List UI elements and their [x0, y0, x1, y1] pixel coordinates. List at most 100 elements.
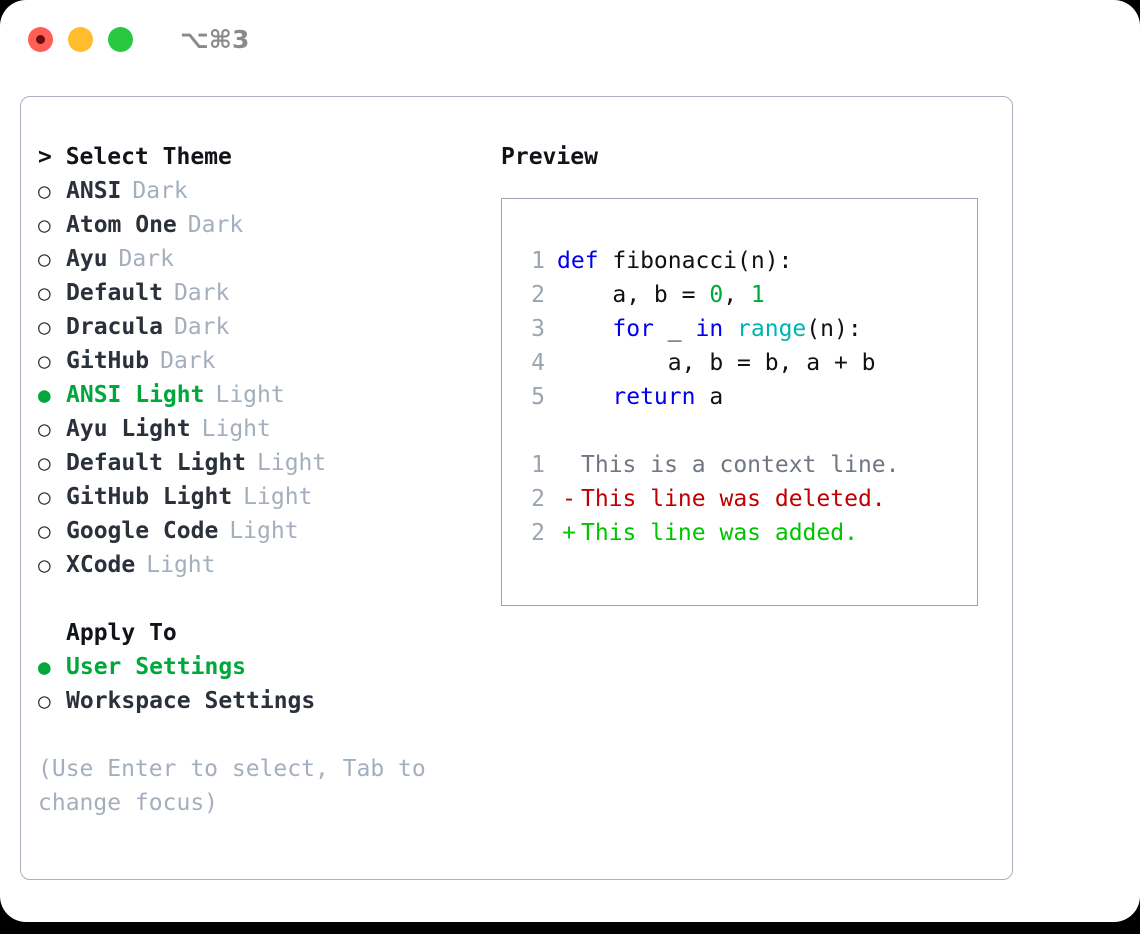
theme-label: GitHub: [66, 348, 150, 374]
radio-selected-icon: ●: [38, 655, 51, 679]
line-number: 2: [531, 282, 545, 308]
code-token: a, b =: [557, 282, 710, 308]
line-number: 1: [531, 248, 545, 274]
theme-label: Ayu Light: [66, 416, 191, 442]
maximize-button[interactable]: [108, 26, 133, 52]
code-token: (n):: [806, 316, 862, 342]
apply-to-item[interactable]: ○Workspace Settings: [38, 684, 478, 718]
theme-variant-badge: Light: [146, 552, 216, 578]
line-number: 2: [531, 520, 545, 546]
theme-label: Dracula: [66, 314, 163, 340]
diff-line: 1 This is a context line.: [519, 448, 900, 482]
code-line: 4 a, b = b, a + b: [519, 346, 876, 380]
minimize-button[interactable]: [68, 26, 93, 52]
code-token: a, b = b, a + b: [557, 350, 876, 376]
diff-text: This is a context line.: [581, 452, 900, 478]
theme-label: GitHub Light: [66, 484, 233, 510]
diff-sample: 1 This is a context line.2-This line was…: [519, 448, 900, 550]
theme-item[interactable]: ○ Google Code Light: [38, 514, 478, 548]
code-line: 2 a, b = 0, 1: [519, 278, 876, 312]
code-token: 1: [750, 282, 765, 308]
code-line: 5 return a: [519, 380, 876, 414]
code-line: 3 for _ in range(n):: [519, 312, 876, 346]
radio-unselected-icon: ○: [38, 213, 51, 237]
diff-line: 2 +This line was added.: [519, 516, 900, 550]
code-token: a: [695, 384, 724, 410]
radio-unselected-icon: ○: [38, 519, 51, 543]
code-token: def: [557, 248, 599, 274]
radio-unselected-icon: ○: [38, 417, 51, 441]
code-line: 1 def fibonacci(n):: [519, 244, 876, 278]
code-token: [723, 316, 737, 342]
preview-heading: Preview: [501, 144, 598, 170]
theme-label: ANSI: [66, 178, 122, 204]
window-controls: [28, 26, 133, 52]
theme-variant-badge: Light: [229, 518, 299, 544]
apply-to-item[interactable]: ●User Settings: [38, 650, 478, 684]
theme-item[interactable]: ○ GitHub Light Light: [38, 480, 478, 514]
code-token: [557, 316, 612, 342]
close-icon: [36, 34, 45, 44]
theme-item[interactable]: ● ANSI Light Light: [38, 378, 478, 412]
code-token: ,: [723, 282, 751, 308]
code-token: in: [695, 316, 724, 342]
radio-unselected-icon: ○: [38, 179, 51, 203]
select-theme-heading: > Select Theme: [38, 144, 232, 170]
diff-marker: +: [562, 520, 576, 546]
code-token: _: [653, 316, 696, 342]
radio-unselected-icon: ○: [38, 689, 51, 713]
code-token: range: [737, 316, 807, 342]
title-bar: ⌥⌘3: [0, 0, 1140, 78]
keyboard-hint: (Use Enter to select, Tab to change focu…: [38, 756, 426, 816]
diff-line: 2-This line was deleted.: [519, 482, 900, 516]
theme-label: Atom One: [66, 212, 177, 238]
code-token: return: [612, 384, 696, 410]
radio-unselected-icon: ○: [38, 451, 51, 475]
theme-item[interactable]: ○ GitHub Dark: [38, 344, 478, 378]
theme-label: XCode: [66, 552, 136, 578]
theme-variant-badge: Dark: [160, 348, 216, 374]
diff-text: This line was deleted.: [581, 486, 886, 512]
theme-item[interactable]: ○ Atom One Dark: [38, 208, 478, 242]
radio-unselected-icon: ○: [38, 281, 51, 305]
theme-label: ANSI Light: [66, 382, 205, 408]
theme-label: Default: [66, 280, 163, 306]
theme-label: Default Light: [66, 450, 247, 476]
radio-unselected-icon: ○: [38, 485, 51, 509]
line-number: 1: [531, 452, 545, 478]
diff-marker: [557, 448, 581, 482]
theme-label: Google Code: [66, 518, 219, 544]
radio-unselected-icon: ○: [38, 349, 51, 373]
apply-to-list[interactable]: ●User Settings○Workspace Settings: [38, 650, 478, 718]
theme-variant-badge: Dark: [187, 212, 244, 238]
diff-text: This line was added.: [581, 520, 858, 546]
theme-variant-badge: Light: [215, 382, 285, 408]
theme-variant-badge: Dark: [173, 280, 230, 306]
line-number: 3: [531, 316, 545, 342]
close-button[interactable]: [28, 26, 53, 52]
theme-item[interactable]: ○ Ayu Light Light: [38, 412, 478, 446]
theme-variant-badge: Light: [201, 416, 271, 442]
theme-variant-badge: Light: [243, 484, 313, 510]
line-number: 5: [531, 384, 545, 410]
code-token: 0: [709, 282, 724, 308]
keyboard-shortcut-label: ⌥⌘3: [180, 24, 250, 54]
line-number: 4: [531, 350, 545, 376]
radio-selected-icon: ●: [38, 383, 51, 407]
theme-variant-badge: Dark: [173, 314, 230, 340]
apply-to-heading: Apply To: [66, 620, 177, 646]
code-token: fibonacci(n):: [598, 248, 793, 274]
radio-unselected-icon: ○: [38, 247, 51, 271]
theme-item[interactable]: ○ Default Dark: [38, 276, 478, 310]
